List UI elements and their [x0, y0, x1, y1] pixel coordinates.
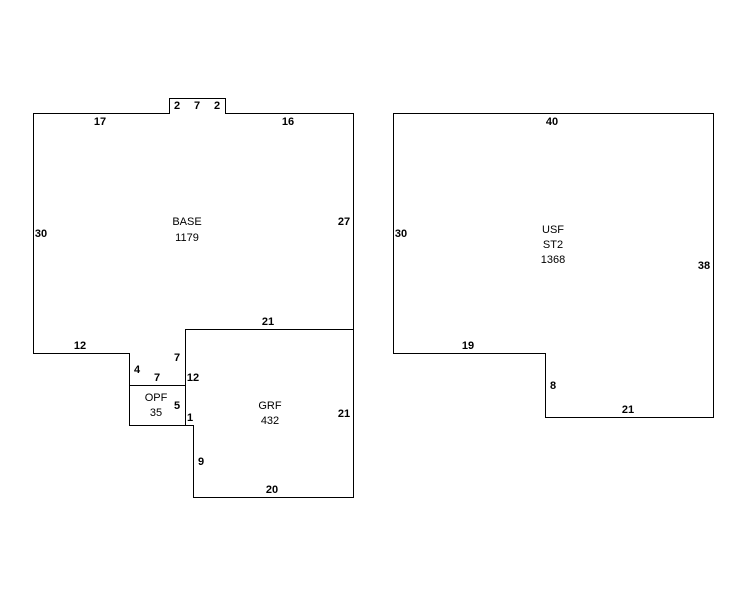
dim-grf-top: 21	[262, 316, 274, 328]
grf-area-name: GRF	[258, 400, 282, 412]
dim-usf-step: 8	[550, 380, 556, 392]
dim-grf-left-mid: 12	[187, 372, 199, 384]
usf-area-name: USF	[542, 224, 564, 236]
opf-outline	[129, 385, 186, 426]
dim-notch-left: 2	[174, 100, 180, 112]
usf-area-subname: ST2	[543, 239, 563, 251]
opf-area-value: 35	[150, 407, 162, 419]
dim-usf-right: 38	[698, 260, 710, 272]
dim-notch-right: 2	[214, 100, 220, 112]
dim-grf-left-upper: 7	[174, 352, 180, 364]
opf-area-name: OPF	[145, 392, 168, 404]
grf-outline	[185, 329, 354, 498]
dim-grf-bottom: 20	[266, 484, 278, 496]
grf-area-value: 432	[261, 415, 279, 427]
dim-usf-bottom-right: 21	[622, 404, 634, 416]
dim-base-bottom-left: 12	[74, 340, 86, 352]
dim-step-down: 4	[134, 364, 141, 376]
dim-opf-side: 5	[174, 400, 180, 412]
usf-outline	[393, 113, 714, 418]
dim-grf-left-lower: 9	[198, 456, 204, 468]
dim-grf-right: 21	[338, 408, 350, 420]
dim-base-right: 27	[338, 216, 350, 228]
dim-base-top-left: 17	[94, 116, 106, 128]
dim-base-left: 30	[35, 228, 47, 240]
base-area-value: 1179	[175, 232, 199, 244]
dim-base-top-right: 16	[282, 116, 294, 128]
dim-step-inner: 7	[154, 372, 160, 384]
dim-usf-top: 40	[546, 116, 558, 128]
dim-usf-left: 30	[395, 228, 407, 240]
dim-notch-top: 7	[194, 100, 200, 112]
usf-area-value: 1368	[541, 254, 565, 266]
dim-opf-jog: 1	[187, 412, 193, 424]
base-area-name: BASE	[172, 216, 201, 228]
dim-usf-bottom-left: 19	[462, 340, 474, 352]
